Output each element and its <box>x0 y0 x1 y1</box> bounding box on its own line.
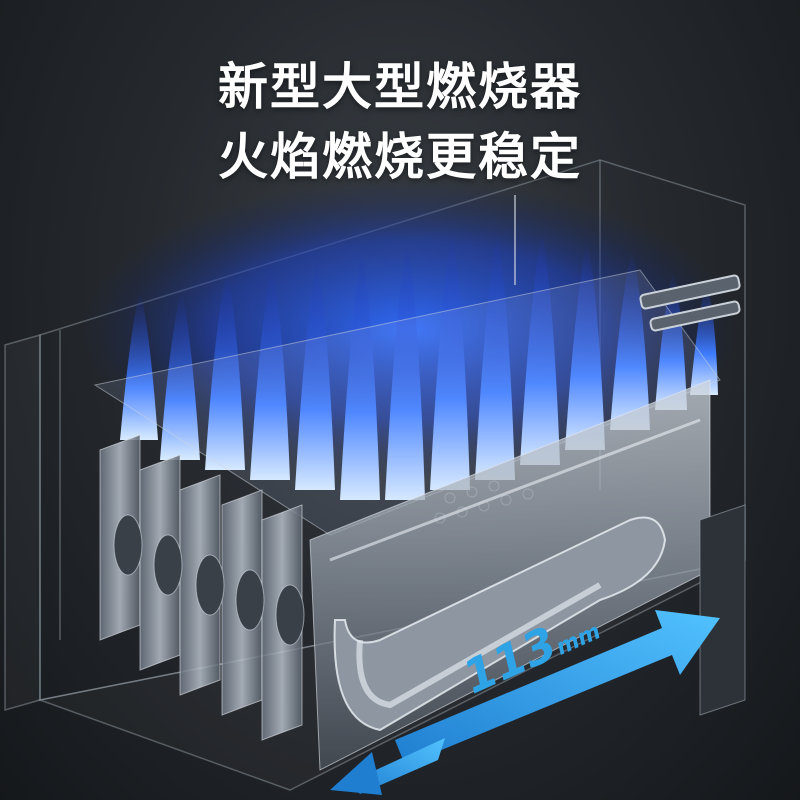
flame-tongues <box>120 230 718 500</box>
fin-bulbs <box>113 514 305 646</box>
burner-top-plate <box>93 269 721 536</box>
headline-line-2: 火焰燃烧更稳定 <box>218 128 582 186</box>
dimension-arrow <box>330 610 720 795</box>
mixing-tube <box>333 516 667 732</box>
right-bracket <box>699 504 746 716</box>
headline: 新型大型燃烧器 火焰燃烧更稳定 <box>0 52 800 192</box>
headline-line-1: 新型大型燃烧器 <box>218 58 582 116</box>
ignition-electrodes <box>514 195 741 332</box>
